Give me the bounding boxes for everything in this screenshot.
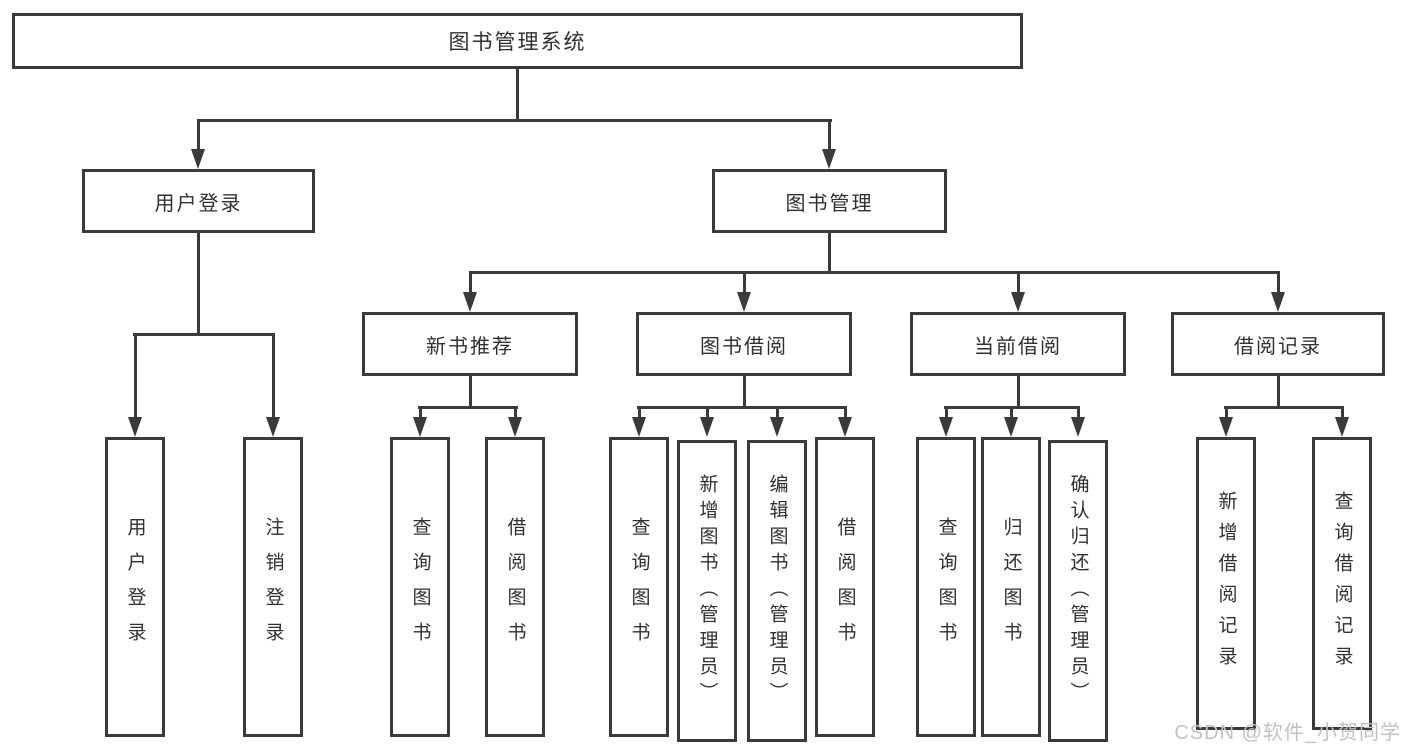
arrowhead-icon xyxy=(128,417,142,437)
connector-line xyxy=(1341,406,1344,418)
arrowhead-icon xyxy=(632,417,646,437)
node-library-system: 图书管理系统 xyxy=(12,13,1023,69)
node-current-borrow: 当前借阅 xyxy=(910,312,1126,376)
arrowhead-icon xyxy=(1219,417,1233,437)
connector-line xyxy=(133,333,275,336)
connector-line xyxy=(743,376,746,408)
connector-line xyxy=(1010,406,1013,418)
connector-line xyxy=(638,406,641,418)
connector-line xyxy=(469,271,1280,274)
connector-line xyxy=(469,271,472,292)
connector-line xyxy=(197,232,200,335)
arrowhead-icon xyxy=(838,417,852,437)
leaf-query-borrow-record: 查询借阅记录 xyxy=(1312,437,1372,730)
connector-line xyxy=(197,119,200,151)
leaf-user-login: 用户登录 xyxy=(105,437,165,737)
arrowhead-icon xyxy=(1271,292,1285,312)
connector-line xyxy=(1017,271,1020,292)
leaf-borrow-books-1: 借阅图书 xyxy=(485,437,545,737)
node-book-management: 图书管理 xyxy=(712,169,947,233)
connector-line xyxy=(844,406,847,418)
arrowhead-icon xyxy=(1071,417,1085,437)
leaf-add-books-admin: 新增图书（管理员） xyxy=(677,440,737,742)
leaf-query-books-3: 查询图书 xyxy=(916,437,976,737)
arrowhead-icon xyxy=(770,417,784,437)
arrowhead-icon xyxy=(700,417,714,437)
leaf-return-books: 归还图书 xyxy=(981,437,1041,737)
arrowhead-icon xyxy=(508,417,522,437)
connector-line xyxy=(197,119,832,122)
node-user-login: 用户登录 xyxy=(82,169,315,233)
connector-line xyxy=(1277,376,1280,408)
connector-line xyxy=(706,406,709,418)
connector-line xyxy=(419,406,422,418)
arrowhead-icon xyxy=(191,149,205,169)
connector-line xyxy=(469,376,472,408)
node-borrow-records: 借阅记录 xyxy=(1171,312,1385,376)
leaf-logout: 注销登录 xyxy=(243,437,303,737)
leaf-add-borrow-record: 新增借阅记录 xyxy=(1196,437,1256,730)
arrowhead-icon xyxy=(1004,417,1018,437)
node-book-borrow: 图书借阅 xyxy=(636,312,852,376)
node-new-book-recommend: 新书推荐 xyxy=(362,312,578,376)
arrowhead-icon xyxy=(1335,417,1349,437)
connector-line xyxy=(134,333,137,417)
leaf-confirm-return-admin: 确认归还（管理员） xyxy=(1048,440,1108,742)
connector-line xyxy=(1225,406,1228,418)
arrowhead-icon xyxy=(1011,292,1025,312)
arrowhead-icon xyxy=(822,149,836,169)
arrowhead-icon xyxy=(737,292,751,312)
arrowhead-icon xyxy=(939,417,953,437)
connector-line xyxy=(1277,271,1280,292)
leaf-query-books-2: 查询图书 xyxy=(609,437,669,737)
connector-line xyxy=(637,406,847,409)
connector-line xyxy=(516,69,519,121)
connector-line xyxy=(1017,376,1020,408)
connector-line xyxy=(272,333,275,417)
leaf-query-books-1: 查询图书 xyxy=(390,437,450,737)
connector-line xyxy=(1077,406,1080,418)
connector-line xyxy=(828,119,831,151)
watermark: CSDN @软件_小贺同学 xyxy=(1174,722,1401,744)
arrowhead-icon xyxy=(463,292,477,312)
connector-line xyxy=(743,271,746,292)
connector-line xyxy=(945,406,948,418)
connector-line xyxy=(828,232,831,273)
arrowhead-icon xyxy=(413,417,427,437)
arrowhead-icon xyxy=(266,417,280,437)
leaf-borrow-books-2: 借阅图书 xyxy=(815,437,875,737)
connector-line xyxy=(1224,406,1344,409)
leaf-edit-books-admin: 编辑图书（管理员） xyxy=(747,440,807,742)
connector-line xyxy=(418,406,518,409)
connector-line xyxy=(514,406,517,418)
connector-line xyxy=(776,406,779,418)
